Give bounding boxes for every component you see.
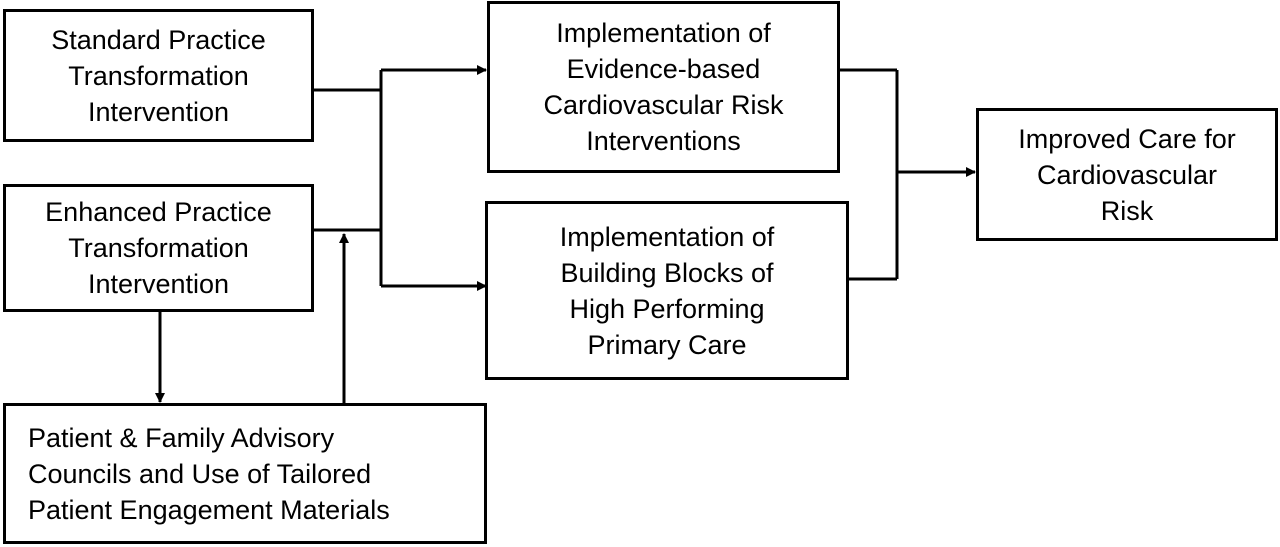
node-standard-line-1: Standard Practice — [51, 24, 266, 55]
node-councils-line-2: Councils and Use of Tailored — [28, 458, 372, 489]
node-enhanced-line-3: Intervention — [87, 269, 230, 299]
node-improved-care: Improved Care for Cardiovascular Risk — [976, 108, 1278, 241]
node-patient-family-councils: Patient & Family Advisory Councils and U… — [3, 403, 487, 544]
node-evidence-line-1: Implementation of — [556, 18, 771, 48]
node-councils-line-3: Patient Engagement Materials — [28, 494, 390, 525]
node-enhanced-practice: Enhanced Practice Transformation Interve… — [3, 184, 314, 312]
node-improved-line-3: Risk — [1100, 195, 1154, 226]
node-improved-line-1: Improved Care for — [1018, 123, 1236, 154]
node-building-line-4: Primary Care — [587, 329, 747, 360]
node-councils-line-1: Patient & Family Advisory — [28, 422, 335, 453]
node-evidence-line-2: Evidence-based — [566, 54, 761, 84]
node-evidence-line-3: Cardiovascular Risk — [543, 90, 784, 120]
node-building-line-1: Implementation of — [559, 221, 775, 252]
node-building-line-2: Building Blocks of — [560, 257, 774, 288]
node-standard-line-3: Intervention — [87, 96, 230, 127]
node-evidence-based-interventions: Implementation of Evidence-based Cardiov… — [487, 1, 840, 173]
node-building-blocks: Implementation of Building Blocks of Hig… — [485, 201, 849, 380]
node-building-line-3: High Performing — [569, 293, 765, 324]
node-enhanced-line-2: Transformation — [68, 233, 249, 263]
node-standard-line-2: Transformation — [68, 60, 249, 91]
node-enhanced-line-1: Enhanced Practice — [45, 197, 272, 227]
node-standard-practice: Standard Practice Transformation Interve… — [3, 9, 314, 142]
node-evidence-line-4: Interventions — [586, 126, 741, 156]
node-improved-line-2: Cardiovascular — [1036, 159, 1218, 190]
